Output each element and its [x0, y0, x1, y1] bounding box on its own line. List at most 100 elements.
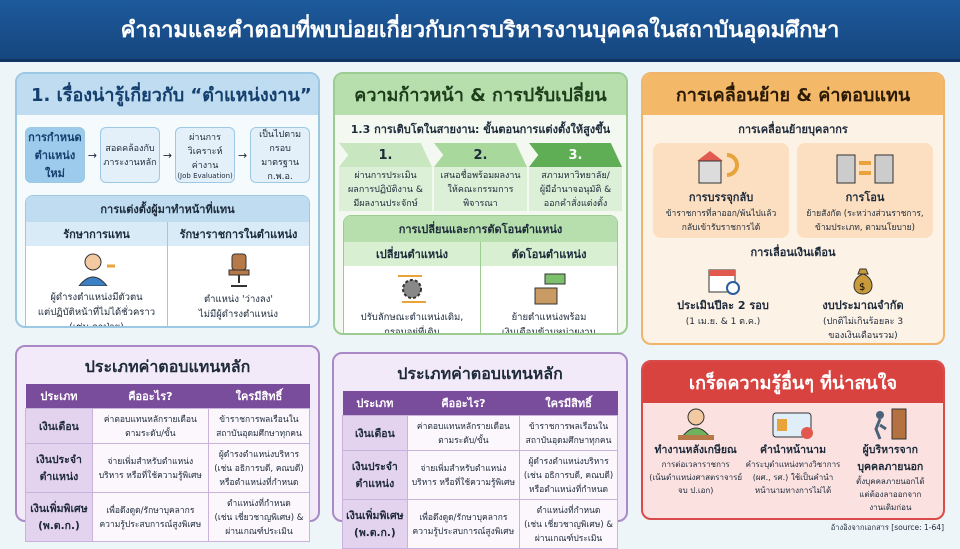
- tip-title: ทำงานหลังเกษียณ: [654, 444, 737, 456]
- calendar-icon: [708, 269, 740, 295]
- column-desc: ผู้ดำรงตำแหน่งมีตัวตน แต่ปฏิบัติหน้าที่ไ…: [37, 292, 156, 328]
- cell: ค่าตอบแทนหลักรายเดือน ตามระดับ/ขั้น: [91, 408, 209, 444]
- table-row: เงินเดือนค่าตอบแทนหลักรายเดือน ตามระดับ/…: [342, 415, 618, 451]
- panel-title: 1. เรื่องน่ารู้เกี่ยวกับ “ตำแหน่งงาน”: [17, 74, 318, 115]
- source-note: อ้างอิงจากเอกสาร [source: 1-64]: [830, 523, 944, 532]
- step-text: ผ่านการประเมิน ผลการปฏิบัติงาน & มีผลงาน…: [339, 167, 432, 211]
- compensation-table: ประเภทคืออะไร?ใครมีสิทธิ์ เงินเดือนค่าตอ…: [25, 384, 311, 542]
- flow-step: สอดคล้องกับ ภาระงานหลัก: [100, 127, 160, 183]
- gear-cycle-icon: [398, 275, 426, 303]
- salary-item-title: ประเมินปีละ 2 รอบ: [677, 299, 769, 312]
- cell: ค่าตอบแทนหลักรายเดือน ตามระดับ/ขั้น: [406, 415, 521, 451]
- tip-item: ทำงานหลังเกษียณการต่อเวลาราชการ (เน้นตำแ…: [647, 407, 744, 514]
- column-header: รักษาราชการในตำแหน่ง: [168, 222, 309, 246]
- step-text: สภามหาวิทยาลัย/ ผู้มีอำนาจอนุมัติ & ออกค…: [529, 167, 622, 211]
- cell: เพื่อดึงดูด/รักษาบุคลากร ความรู้ประสบการ…: [406, 499, 521, 549]
- section-title: การเคลื่อนย้ายบุคลากร: [738, 123, 848, 136]
- transfer-card: การโอนย้ายสังกัด (ระหว่างส่วนราชการ, ข้า…: [797, 143, 933, 238]
- person-door-icon: [874, 408, 907, 440]
- tips-panel: เกร็ดความรู้อื่นๆ ที่น่าสนใจ ทำงานหลังเก…: [641, 360, 945, 520]
- panel-title: ความก้าวหน้า & การปรับเปลี่ยน: [335, 74, 626, 115]
- cell: เงินเดือน: [342, 415, 408, 451]
- card-desc: ข้าราชการที่ลาออก/พ้นไปแล้ว กลับเข้ารับร…: [665, 209, 777, 233]
- tip-desc: ตั้งบุคคลภายนอกได้ แต่ต้องลาออกจาก งานเด…: [856, 477, 925, 512]
- column-header: คืออะไร?: [407, 391, 520, 416]
- flow-step: ผ่านการ วิเคราะห์ ค่างาน(Job Evaluation): [175, 127, 235, 183]
- position-panel: 1. เรื่องน่ารู้เกี่ยวกับ “ตำแหน่งงาน” กา…: [15, 72, 320, 328]
- section-title: การเลื่อนเงินเดือน: [750, 246, 836, 259]
- tip-item: คำนำหน้านามคำระบุตำแหน่งทางวิชาการ (ผศ.,…: [744, 407, 841, 514]
- arrow-right-icon: →: [162, 148, 173, 162]
- elderly-worker-icon: [677, 408, 714, 440]
- arrow-right-icon: →: [237, 148, 248, 162]
- tip-title: ผู้บริหารจาก บุคคลภายนอก: [857, 444, 924, 473]
- cell: ตำแหน่งที่กำหนด (เช่น เชี่ยวชาญพิเศษ) & …: [519, 499, 618, 549]
- step-number: 1.: [339, 143, 432, 167]
- card-desc: ย้ายสังกัด (ระหว่างส่วนราชการ, ข้ามประเภ…: [806, 209, 924, 233]
- reinstatement-card: การบรรจุกลับข้าราชการที่ลาออก/พ้นไปแล้ว …: [653, 143, 789, 238]
- buildings-transfer-icon: [836, 154, 894, 184]
- tip-item: ผู้บริหารจาก บุคคลภายนอกตั้งบุคคลภายนอกไ…: [842, 407, 939, 514]
- tip-desc: คำระบุตำแหน่งทางวิชาการ (ผศ., รศ.) ใช้เป…: [745, 460, 841, 495]
- table-title: ประเภทค่าตอบแทนหลัก: [84, 357, 251, 376]
- compensation-table-panel: ประเภทค่าตอบแทนหลัก ประเภทคืออะไร?ใครมีส…: [15, 345, 320, 542]
- step-number: 3.: [529, 143, 622, 167]
- flow-step-text: ผ่านการ วิเคราะห์ ค่างาน: [187, 133, 223, 171]
- panel-title: การเคลื่อนย้าย & ค่าตอบแทน: [643, 74, 943, 115]
- table-row: เงินเดือนค่าตอบแทนหลักรายเดือน ตามระดับ/…: [25, 408, 311, 444]
- column-header: ประเภท: [342, 391, 408, 416]
- table-title: ประเภทค่าตอบแทนหลัก: [397, 364, 563, 383]
- column-desc: ย้ายตำแหน่งพร้อม เงินเดือนข้ามหน่วยงาน: [501, 312, 597, 335]
- progress-panel: ความก้าวหน้า & การปรับเปลี่ยน 1.3 การเติ…: [333, 72, 628, 335]
- cell: จ่ายเพิ่มสำหรับตำแหน่ง บริหาร หรือที่ใช้…: [406, 450, 521, 500]
- column-header: รักษาการแทน: [26, 222, 167, 246]
- step-text: เสนอชื่อพร้อมผลงาน ให้คณะกรรมการ พิจารณา: [434, 167, 527, 211]
- section-title: การแต่งตั้งผู้มาทำหน้าที่แทน: [26, 196, 309, 222]
- table-row: เงินเพิ่มพิเศษ (พ.ต.ก.)เพื่อดึงดูด/รักษา…: [342, 499, 618, 549]
- card-title: การบรรจุกลับ: [688, 191, 754, 204]
- acting-section: การแต่งตั้งผู้มาทำหน้าที่แทน รักษาการแทน…: [25, 195, 310, 328]
- header: คำถามและคำตอบที่พบบ่อยเกี่ยวกับการบริหาร…: [0, 0, 960, 62]
- compensation-table: ประเภทคืออะไร?ใครมีสิทธิ์ เงินเดือนค่าตอ…: [342, 391, 618, 549]
- cell: ข้าราชการพลเรือนใน สถาบันอุดมศึกษาทุกคน: [207, 408, 311, 444]
- column-header: เปลี่ยนตำแหน่ง: [344, 242, 480, 266]
- salary-item-desc: (1 เม.ย. & 1 ต.ค.): [685, 317, 761, 327]
- section-subtitle: 1.3 การเติบโตในสายงาน: ขั้นตอนการแต่งตั้…: [350, 123, 611, 136]
- table-row: เงินประจำ ตำแหน่งจ่ายเพิ่มสำหรับตำแหน่ง …: [25, 443, 311, 493]
- column-header: ตัดโอนตำแหน่ง: [481, 242, 617, 266]
- table-row: เงินประจำ ตำแหน่งจ่ายเพิ่มสำหรับตำแหน่ง …: [342, 450, 618, 500]
- cell: เงินเดือน: [25, 408, 93, 444]
- cell: เงินประจำ ตำแหน่ง: [342, 450, 408, 500]
- empty-chair-icon: [228, 253, 249, 287]
- svg-text:$: $: [859, 282, 865, 293]
- table-row: เงินเพิ่มพิเศษ (พ.ต.ก.)เพื่อดึงดูด/รักษา…: [25, 492, 311, 542]
- cell: ข้าราชการพลเรือนใน สถาบันอุดมศึกษาทุกคน: [519, 415, 618, 451]
- movement-panel: การเคลื่อนย้าย & ค่าตอบแทน การเคลื่อนย้า…: [641, 72, 945, 345]
- box-money-icon: [534, 273, 566, 305]
- arrow-right-icon: →: [87, 148, 98, 162]
- person-icon: [77, 253, 115, 286]
- transfer-section: การเปลี่ยนและการตัดโอนตำแหน่ง เปลี่ยนตำแ…: [343, 215, 618, 335]
- column-header: ใครมีสิทธิ์: [208, 384, 310, 409]
- building-return-icon: [697, 151, 739, 184]
- column-desc: ตำแหน่ง 'ว่างลง' ไม่มีผู้ดำรงตำแหน่ง: [198, 294, 279, 320]
- column-header: ใครมีสิทธิ์: [519, 391, 618, 416]
- card-title: การโอน: [845, 191, 885, 204]
- cell: เพื่อดึงดูด/รักษาบุคลากร ความรู้ประสบการ…: [91, 492, 209, 542]
- salary-item-title: งบประมาณจำกัด: [822, 299, 904, 312]
- promotion-steps: 1.ผ่านการประเมิน ผลการปฏิบัติงาน & มีผลง…: [335, 143, 626, 211]
- money-bag-icon: $: [853, 268, 873, 295]
- cell: เงินเพิ่มพิเศษ (พ.ต.ก.): [25, 492, 93, 542]
- column-desc: ปรับลักษณะตำแหน่งเดิม, กรอบอยู่ที่เดิม: [360, 312, 464, 335]
- compensation-table-panel-duplicate: ประเภทค่าตอบแทนหลัก ประเภทคืออะไร?ใครมีส…: [332, 352, 628, 549]
- section-title: การเปลี่ยนและการตัดโอนตำแหน่ง: [344, 216, 617, 242]
- cell: ผู้ดำรงตำแหน่งบริหาร (เช่น อธิการบดี, คณ…: [207, 443, 311, 493]
- cell: จ่ายเพิ่มสำหรับตำแหน่ง บริหาร หรือที่ใช้…: [91, 443, 209, 493]
- flow-step-note: (Job Evaluation): [177, 172, 233, 180]
- cell: ผู้ดำรงตำแหน่งบริหาร (เช่น อธิการบดี, คณ…: [519, 450, 618, 500]
- position-flow: การกำหนด ตำแหน่งใหม่→ สอดคล้องกับ ภาระงา…: [17, 115, 318, 191]
- cell: เงินประจำ ตำแหน่ง: [25, 443, 93, 493]
- tip-desc: การต่อเวลาราชการ (เน้นตำแหน่งศาสตราจารย์…: [649, 460, 743, 495]
- column-header: คืออะไร?: [92, 384, 209, 409]
- cell: เงินเพิ่มพิเศษ (พ.ต.ก.): [342, 499, 408, 549]
